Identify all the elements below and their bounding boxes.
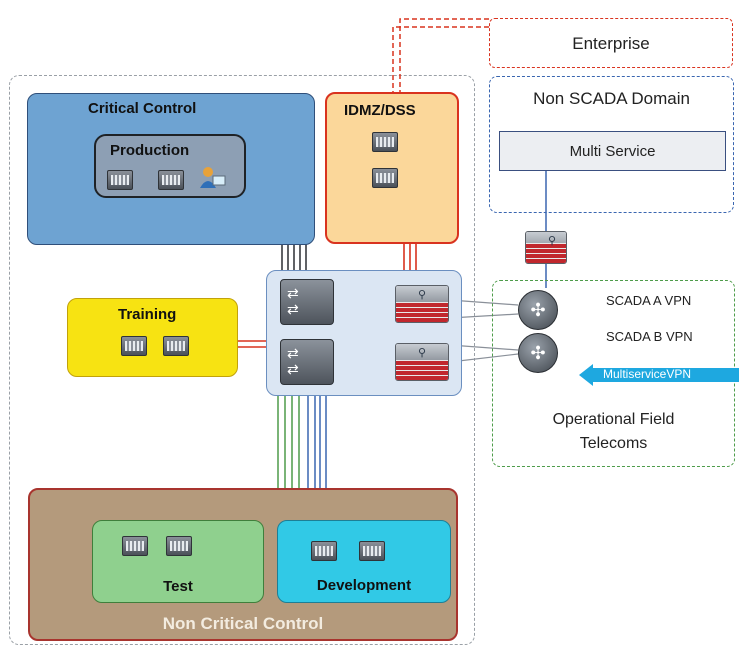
test-label: Test bbox=[163, 578, 193, 595]
multi-service-box: Multi Service bbox=[499, 131, 726, 171]
telecoms-label: Telecoms bbox=[579, 435, 648, 452]
training-zone: Training bbox=[67, 298, 238, 377]
core-firewall-icon: ⚲ bbox=[395, 285, 449, 323]
enterprise-label: Enterprise bbox=[572, 34, 650, 53]
core-switch-icon: ⇄⇄ bbox=[280, 339, 334, 385]
non-scada-firewall-icon: ⚲ bbox=[525, 231, 567, 264]
non-critical-control-label: Non Critical Control bbox=[162, 614, 324, 633]
scada-b-vpn-label: SCADA B VPN bbox=[606, 329, 693, 344]
operational-field-label: Operational Field bbox=[552, 411, 675, 428]
plant-boundary bbox=[9, 75, 475, 645]
non-scada-domain-label: Non SCADA Domain bbox=[533, 89, 690, 108]
idmz-label: IDMZ/DSS bbox=[344, 102, 416, 119]
critical-control-zone: Critical Control Production bbox=[27, 93, 315, 245]
training-server-icon bbox=[121, 336, 147, 356]
multiservice-vpn-arrow bbox=[579, 364, 739, 386]
non-scada-domain-zone: Non SCADA Domain Multi Service bbox=[489, 76, 734, 213]
development-zone: Development bbox=[277, 520, 451, 603]
test-server-icon bbox=[122, 536, 148, 556]
core-firewall-icon: ⚲ bbox=[395, 343, 449, 381]
development-server-icon bbox=[359, 541, 385, 561]
development-label: Development bbox=[316, 577, 412, 594]
scada-a-router-icon: ✣ bbox=[518, 290, 558, 330]
production-server-icon bbox=[107, 170, 133, 190]
production-server-icon bbox=[158, 170, 184, 190]
training-label: Training bbox=[118, 306, 177, 323]
multi-service-label: Multi Service bbox=[569, 143, 656, 160]
idmz-server-icon bbox=[372, 132, 398, 152]
operational-field-zone: SCADA A VPN SCADA B VPN Operational Fiel… bbox=[492, 280, 735, 467]
scada-a-vpn-label: SCADA A VPN bbox=[606, 293, 692, 308]
idmz-server-icon bbox=[372, 168, 398, 188]
multiservice-vpn-label: MultiserviceVPN bbox=[603, 367, 692, 381]
operator-workstation-icon bbox=[200, 167, 226, 188]
production-label: Production bbox=[110, 142, 190, 159]
enterprise-zone: Enterprise bbox=[489, 18, 733, 68]
test-server-icon bbox=[166, 536, 192, 556]
development-server-icon bbox=[311, 541, 337, 561]
enterprise-links bbox=[392, 18, 489, 92]
scada-b-router-icon: ✣ bbox=[518, 333, 558, 373]
training-server-icon bbox=[163, 336, 189, 356]
critical-control-label: Critical Control bbox=[88, 100, 197, 117]
user-icon bbox=[199, 166, 227, 190]
test-zone: Test bbox=[92, 520, 264, 603]
core-switch-icon: ⇄⇄ bbox=[280, 279, 334, 325]
